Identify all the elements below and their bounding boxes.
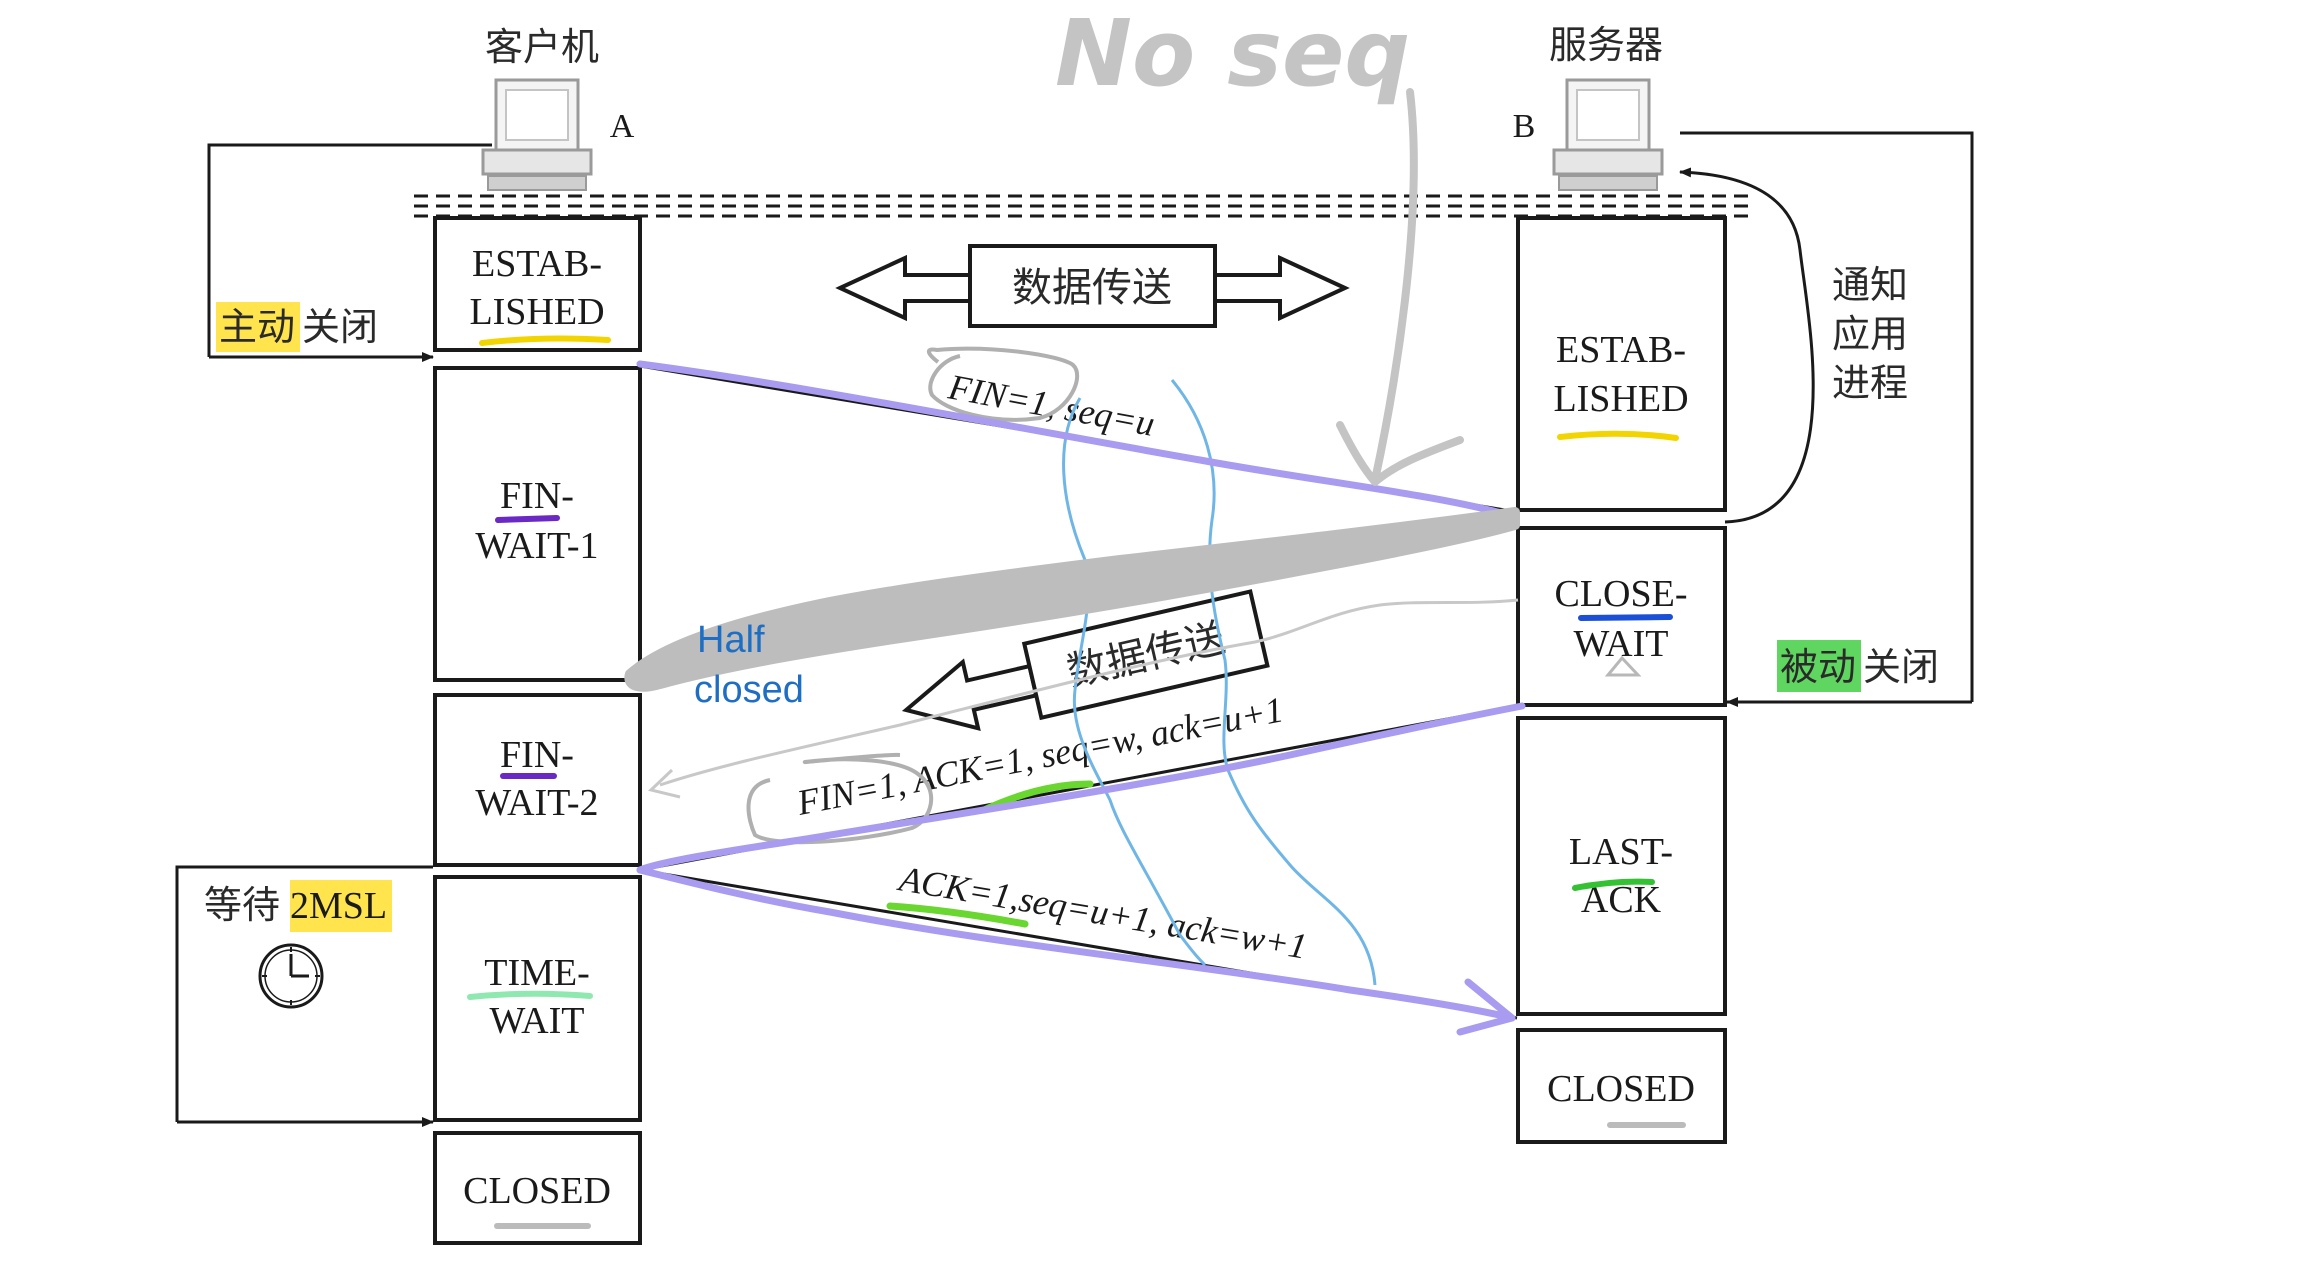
purple-line-fin1 [636,360,1516,520]
server-box-established [1516,216,1727,512]
data-transfer-arrow-top [835,244,1350,328]
gray-circle-annotations [746,346,1080,845]
active-close-highlight [216,302,300,352]
client-state-established-2: LISHED [469,291,604,333]
passive-close-hl-text: 被动 [1780,645,1856,689]
passive-close-line [1680,131,1974,707]
passive-close-rest-text: 关闭 [1863,645,1939,689]
client-state-fin-wait-1-1: FIN- [500,475,574,517]
underline-ack-final [886,902,1029,928]
active-close-rest-text: 关闭 [302,305,378,349]
server-computer-icon [1552,78,1664,191]
notify-app-line-2: 应用 [1832,312,1908,356]
server-state-close-wait-1: CLOSE- [1555,573,1688,615]
client-label: 客户机 [485,25,599,69]
wait-2msl-highlight [290,880,392,932]
client-box-fin-wait-1 [433,366,642,682]
underline-last-ack [1572,878,1655,891]
client-state-fin-wait-1-2: WAIT-1 [475,525,598,567]
client-box-fin-wait-2 [433,693,642,867]
server-box-last-ack [1516,716,1727,1016]
data-transfer-label-top: 数据传送 [1012,265,1172,311]
client-state-fin-wait-2-2: WAIT-2 [475,782,598,824]
server-state-established-2: LISHED [1553,378,1688,420]
underline-client-established [479,335,611,346]
gray-smear-annotation [624,507,1520,692]
notify-app-line-3: 进程 [1832,361,1908,405]
wait-2msl-text: 2MSL [290,885,387,927]
gray-connector-arrowhead [647,768,681,799]
passive-close-highlight [1777,640,1861,692]
underline-fin-wait-1 [495,515,560,523]
server-letter: B [1513,108,1536,145]
clock-icon [258,943,324,1009]
notify-app-line-1: 通知 [1832,263,1908,307]
network-dashed-lines [414,194,1748,218]
client-state-time-wait-2: WAIT [490,1000,585,1042]
client-box-established [433,216,642,352]
half-closed-line-2: closed [694,669,804,711]
underline-time-wait [467,990,593,1000]
server-state-last-ack-1: LAST- [1569,831,1673,873]
half-closed-line-1: Half [697,619,765,661]
client-letter: A [610,108,635,145]
wait-prefix-text: 等待 [204,883,280,927]
active-close-line [207,143,492,362]
purple-arrowhead [1456,978,1516,1036]
purple-line-fin2 [636,702,1526,874]
underline-close-wait [1578,614,1673,621]
no-seq-arrow [1336,88,1464,486]
close-wait-triangle-mark [1604,655,1642,677]
gray-connector-line [659,598,1519,787]
client-computer-icon [481,78,593,191]
server-state-closed: CLOSED [1547,1068,1695,1110]
client-box-time-wait [433,875,642,1122]
server-label: 服务器 [1549,23,1663,67]
client-state-fin-wait-2-1: FIN- [500,734,574,776]
wait-2msl-box [175,865,434,1127]
client-state-closed: CLOSED [463,1170,611,1212]
data-transfer-arrow-lower: 数据传送 [901,589,1270,732]
no-seq-annotation: No seq [1055,0,1410,107]
notify-app-curve [1679,167,1815,524]
blue-squiggle-annotations [1062,379,1377,986]
server-state-established-1: ESTAB- [1556,329,1686,371]
client-state-time-wait-1: TIME- [484,952,590,994]
purple-line-ack-final [636,866,1516,1022]
client-state-established-1: ESTAB- [472,243,602,285]
underline-server-established [1557,430,1679,441]
active-close-hl-text: 主动 [219,305,295,349]
